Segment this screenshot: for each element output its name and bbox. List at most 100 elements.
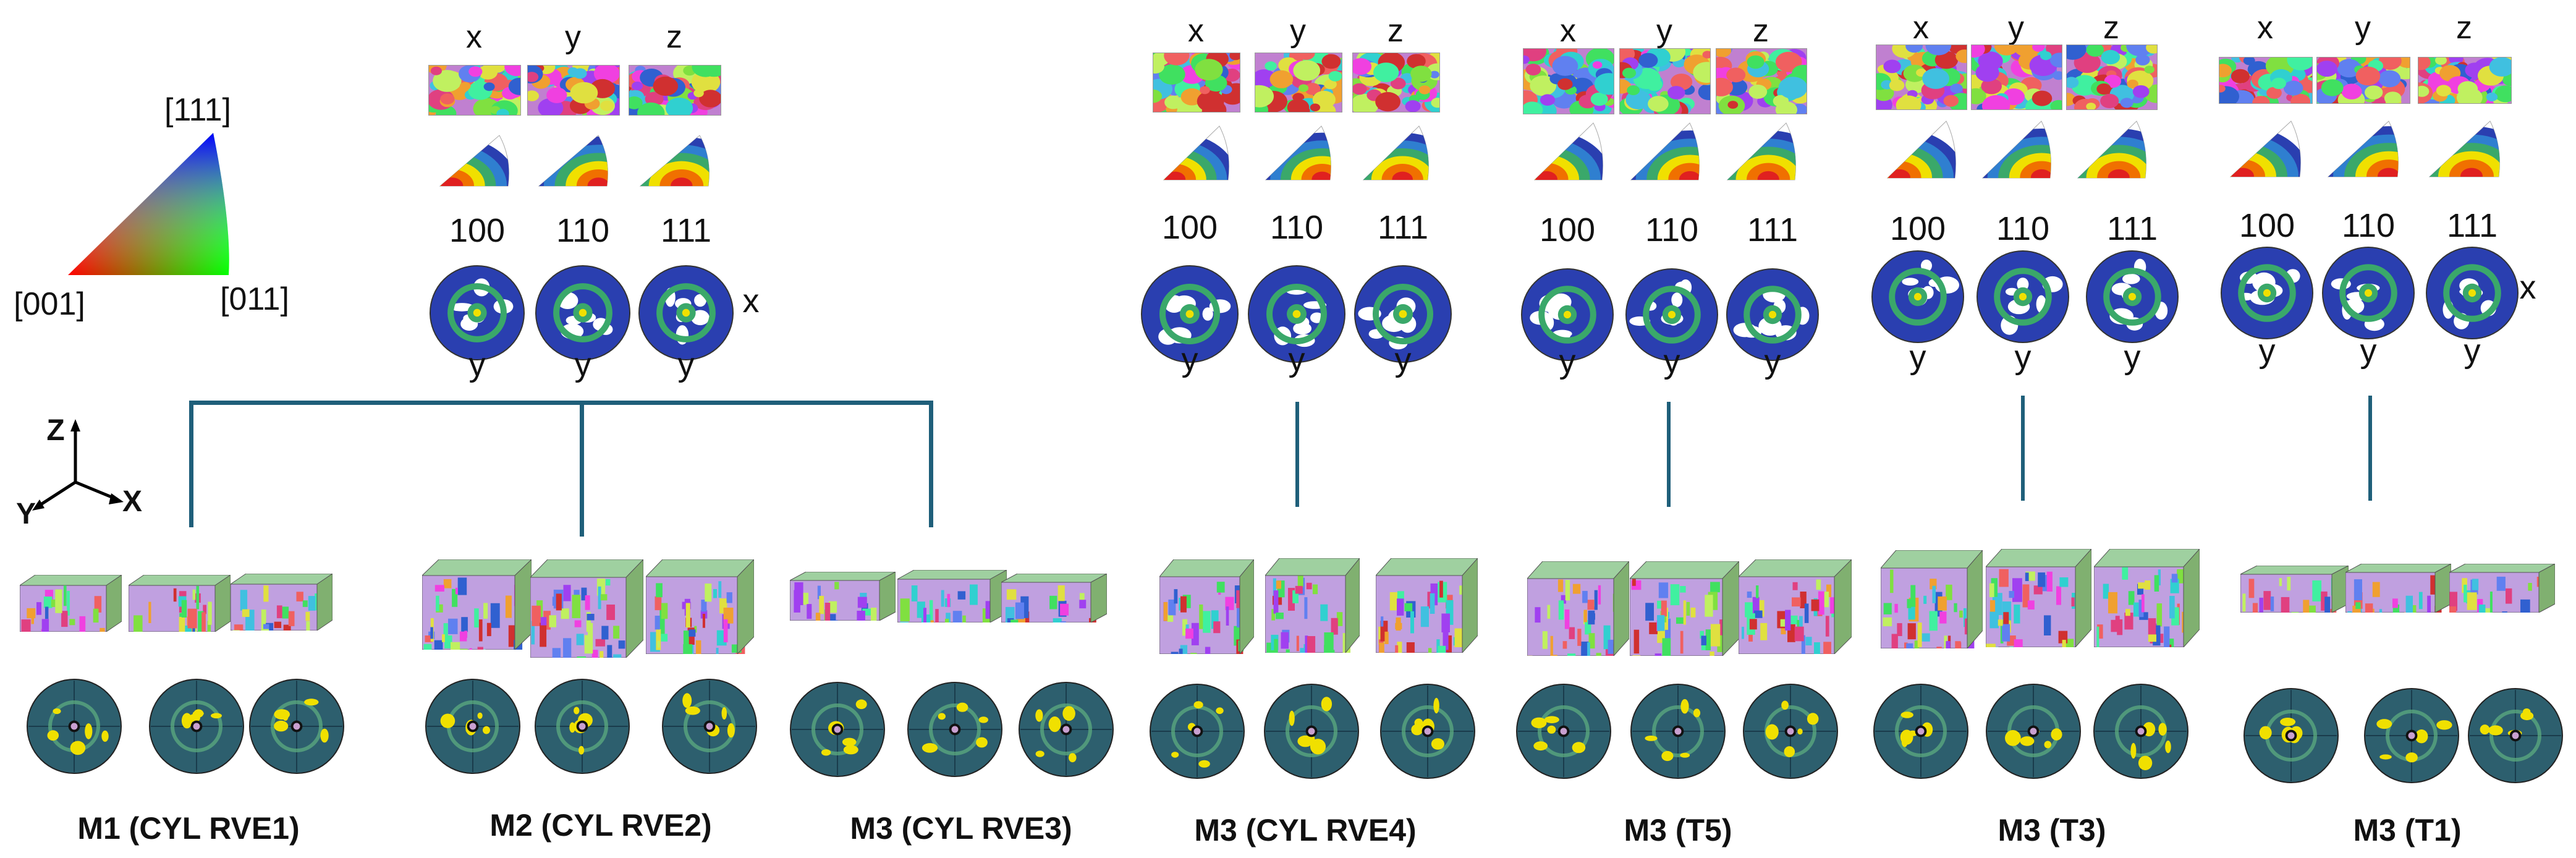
model-4-rve-cube-1 [1629,560,1740,662]
connector-m1 [189,401,193,527]
group-0-pf-x-label: x [742,282,760,320]
group-0-ebsd-map-2 [617,55,732,124]
model-2-pole-figure-2 [1018,681,1114,778]
model-3-rve-cube-2 [1375,557,1479,671]
model-0-rve-cube-1 [127,574,232,645]
legend-011-label: [011] [220,281,289,317]
model-1-rve-cube-0 [421,558,533,674]
connector-horizontal [189,401,933,405]
model-6-pole-figure-0 [2243,687,2339,784]
model-0-pole-figure-0 [26,678,122,775]
group-4-pf-y-label-2: y [2464,333,2481,370]
group-2-pf-label-2: 111 [1747,211,1799,248]
group-2-pf-label-1: 110 [1645,211,1699,248]
group-0-pole-figure-1 [535,265,631,361]
model-6-rve-cube-1 [2345,563,2452,630]
group-4-ebsd-map-0 [2211,46,2321,111]
group-4-ebsd-map-1 [2306,50,2419,112]
connector-t5 [1667,402,1671,507]
group-3-ipf-contour-2 [2075,119,2148,184]
group-1-ebsd-map-0 [1142,44,1248,121]
group-4-pf-label-1: 110 [2341,207,2396,244]
group-0-pf-label-0: 100 [449,212,506,249]
model-5-pole-figure-0 [1873,683,1969,779]
legend-111-label: [111] [164,92,231,128]
model-5-rve-cube-2 [2093,548,2201,660]
group-0-ipf-contour-1 [536,133,609,192]
group-3-pf-y-label-2: y [2124,339,2141,376]
model-2-rve-cube-1 [896,569,1008,644]
model-5-rve-cube-1 [1985,548,2093,662]
group-4-ipf-contour-1 [2326,119,2400,182]
group-4-ipf-contour-0 [2228,119,2302,182]
group-2-pole-figure-0 [1520,268,1614,362]
group-3-pole-figure-0 [1871,250,1965,344]
group-2-ipf-contour-1 [1629,121,1701,185]
model-6-rve-cube-0 [2240,565,2349,635]
axis-x-label: X [122,485,143,518]
group-0-ipf-contour-0 [438,133,511,192]
group-1-map-label-2: z [1388,13,1404,49]
connector-t1 [2368,396,2372,501]
model-6-pole-figure-1 [2363,687,2460,784]
group-4-map-label-1: y [2355,10,2371,46]
group-2-pole-figure-2 [1726,268,1820,362]
group-1-pf-label-1: 110 [1269,209,1324,246]
connector-m2 [580,401,584,537]
group-2-ebsd-map-0 [1513,41,1623,122]
group-2-ipf-contour-0 [1532,121,1604,185]
group-1-map-label-1: y [1290,13,1306,49]
axis-y-label: Y [15,498,36,530]
model-1-pole-figure-0 [425,678,521,775]
group-0-pf-y-label-1: y [574,346,591,383]
model-caption-6: M3 (T1) [2353,813,2462,847]
group-4-map-label-2: z [2456,10,2472,46]
group-0-pole-figure-0 [429,265,525,361]
group-1-pf-label-0: 100 [1161,209,1218,246]
model-5-pole-figure-1 [1985,683,2082,779]
model-5-pole-figure-2 [2093,683,2189,779]
group-3-pf-label-2: 111 [2106,210,2158,247]
group-4-pole-figure-1 [2321,246,2415,340]
group-4-pf-label-0: 100 [2239,207,2295,244]
group-0-pole-figure-2 [638,265,734,361]
group-3-ebsd-map-1 [1963,35,2072,119]
group-3-pf-label-1: 110 [1996,210,2050,247]
connector-rve4 [1295,402,1299,507]
model-4-rve-cube-2 [1737,558,1853,666]
group-1-ipf-contour-0 [1161,124,1231,185]
group-0-map-label-0: x [466,19,482,55]
model-1-pole-figure-2 [661,678,758,775]
model-1-pole-figure-1 [534,678,630,775]
group-4-map-label-0: x [2257,10,2273,46]
model-0-pole-figure-2 [248,678,345,775]
group-0-pf-label-2: 111 [660,212,712,249]
group-3-ipf-contour-1 [1980,119,2053,184]
group-4-pf-label-2: 111 [2446,207,2498,244]
model-2-pole-figure-1 [907,681,1003,778]
group-2-pf-y-label-1: y [1663,343,1680,380]
group-1-pole-figure-2 [1354,265,1452,363]
model-5-rve-cube-0 [1879,549,1984,659]
group-1-ebsd-map-1 [1243,46,1354,120]
group-3-map-label-2: z [2103,10,2119,46]
group-1-pole-figure-0 [1140,265,1239,363]
group-1-ipf-contour-2 [1361,124,1430,185]
group-2-map-label-0: x [1560,13,1576,49]
group-2-map-label-2: z [1753,13,1769,49]
model-0-rve-cube-0 [19,574,123,649]
group-4-pf-y-label-1: y [2360,333,2377,370]
model-caption-2: M3 (CYL RVE3) [850,811,1072,846]
group-2-ipf-contour-2 [1725,121,1797,185]
model-caption-0: M1 (CYL RVE1) [77,811,300,846]
model-caption-5: M3 (T3) [1998,813,2106,847]
model-3-pole-figure-0 [1149,683,1245,779]
group-1-ebsd-map-2 [1345,49,1451,116]
group-1-pf-y-label-1: y [1288,341,1305,378]
model-caption-3: M3 (CYL RVE4) [1194,813,1417,847]
group-4-ipf-contour-2 [2427,119,2501,182]
group-3-pf-label-0: 100 [1889,210,1946,247]
model-1-rve-cube-1 [529,558,645,673]
connector-m3 [929,401,933,527]
